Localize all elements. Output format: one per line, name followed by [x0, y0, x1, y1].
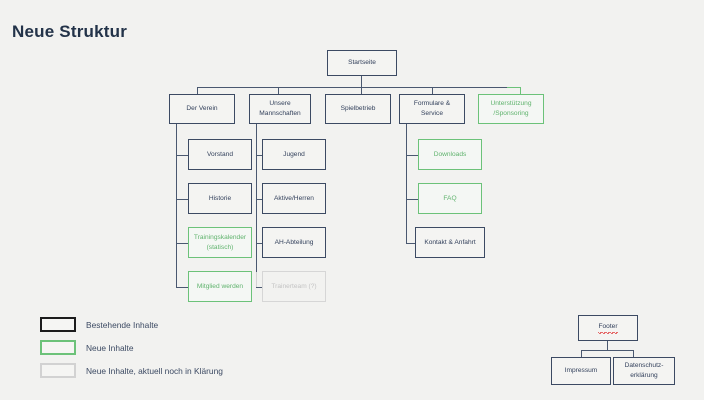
connector-spine-unsere-mannschaften: [256, 124, 258, 272]
connector-level1-bus: [197, 87, 521, 89]
node-vorstand[interactable]: Vorstand: [188, 139, 252, 170]
legend-swatch-open: [40, 363, 76, 378]
node-trainingskalender[interactable]: Trainingskalender (statisch): [188, 227, 252, 258]
node-downloads[interactable]: Downloads: [418, 139, 482, 170]
connector-spine-der-verein: [176, 124, 178, 287]
node-mitglied-werden[interactable]: Mitglied werden: [188, 271, 252, 302]
connector-stub-mitglied-werden: [176, 287, 188, 289]
node-formulare-service[interactable]: Formulare & Service: [399, 94, 465, 124]
node-aktive-herren[interactable]: Aktive/Herren: [262, 183, 326, 214]
connector-stub-downloads: [406, 155, 418, 157]
legend-swatch-new: [40, 340, 76, 355]
legend-label-open: Neue Inhalte, aktuell noch in Klärung: [86, 365, 223, 376]
connector-footer-stem: [607, 341, 609, 350]
connector-drop-formulare-service: [432, 87, 434, 94]
legend-item-new: Neue Inhalte: [40, 338, 223, 357]
node-ah-abteilung[interactable]: AH-Abteilung: [262, 227, 326, 258]
connector-footer-bus: [581, 350, 633, 352]
legend: Bestehende Inhalte Neue Inhalte Neue Inh…: [40, 315, 223, 384]
connector-stub-vorstand: [176, 155, 188, 157]
connector-root-stem: [361, 76, 363, 87]
connector-drop-impressum: [581, 350, 583, 357]
legend-label-new: Neue Inhalte: [86, 342, 134, 353]
connector-spine-formulare-service: [406, 124, 408, 243]
legend-item-open: Neue Inhalte, aktuell noch in Klärung: [40, 361, 223, 380]
node-unterstuetzung-sponsoring[interactable]: Unterstützung /Sponsoring: [478, 94, 544, 124]
node-spielbetrieb[interactable]: Spielbetrieb: [325, 94, 391, 124]
node-kontakt-anfahrt[interactable]: Kontakt & Anfahrt: [415, 227, 485, 258]
node-trainerteam[interactable]: Trainerteam (?): [262, 271, 326, 302]
legend-swatch-existing: [40, 317, 76, 332]
connector-level1-bus-green: [507, 87, 521, 89]
connector-drop-datenschutz: [633, 350, 635, 357]
page-title: Neue Struktur: [12, 22, 128, 41]
node-unsere-mannschaften[interactable]: Unsere Mannschaften: [249, 94, 311, 124]
node-der-verein[interactable]: Der Verein: [169, 94, 235, 124]
connector-drop-unsere-mannschaften: [278, 87, 280, 94]
node-impressum[interactable]: Impressum: [551, 357, 611, 385]
node-faq[interactable]: FAQ: [418, 183, 482, 214]
connector-drop-der-verein: [197, 87, 199, 94]
connector-stub-faq: [406, 199, 418, 201]
node-startseite[interactable]: Startseite: [327, 50, 397, 76]
legend-item-existing: Bestehende Inhalte: [40, 315, 223, 334]
node-footer-label: Footer: [598, 322, 618, 334]
connector-drop-spielbetrieb: [361, 87, 363, 94]
connector-stub-historie: [176, 199, 188, 201]
node-footer[interactable]: Footer: [578, 315, 638, 341]
node-historie[interactable]: Historie: [188, 183, 252, 214]
node-jugend[interactable]: Jugend: [262, 139, 326, 170]
node-datenschutzerklaerung[interactable]: Datenschutz- erklärung: [613, 357, 675, 385]
connector-drop-unterstuetzung: [520, 87, 522, 94]
legend-label-existing: Bestehende Inhalte: [86, 319, 159, 330]
connector-stub-kontakt-anfahrt: [406, 243, 418, 245]
connector-spine-unsere-mannschaften-open: [256, 272, 258, 287]
connector-stub-trainingskalender: [176, 243, 188, 245]
